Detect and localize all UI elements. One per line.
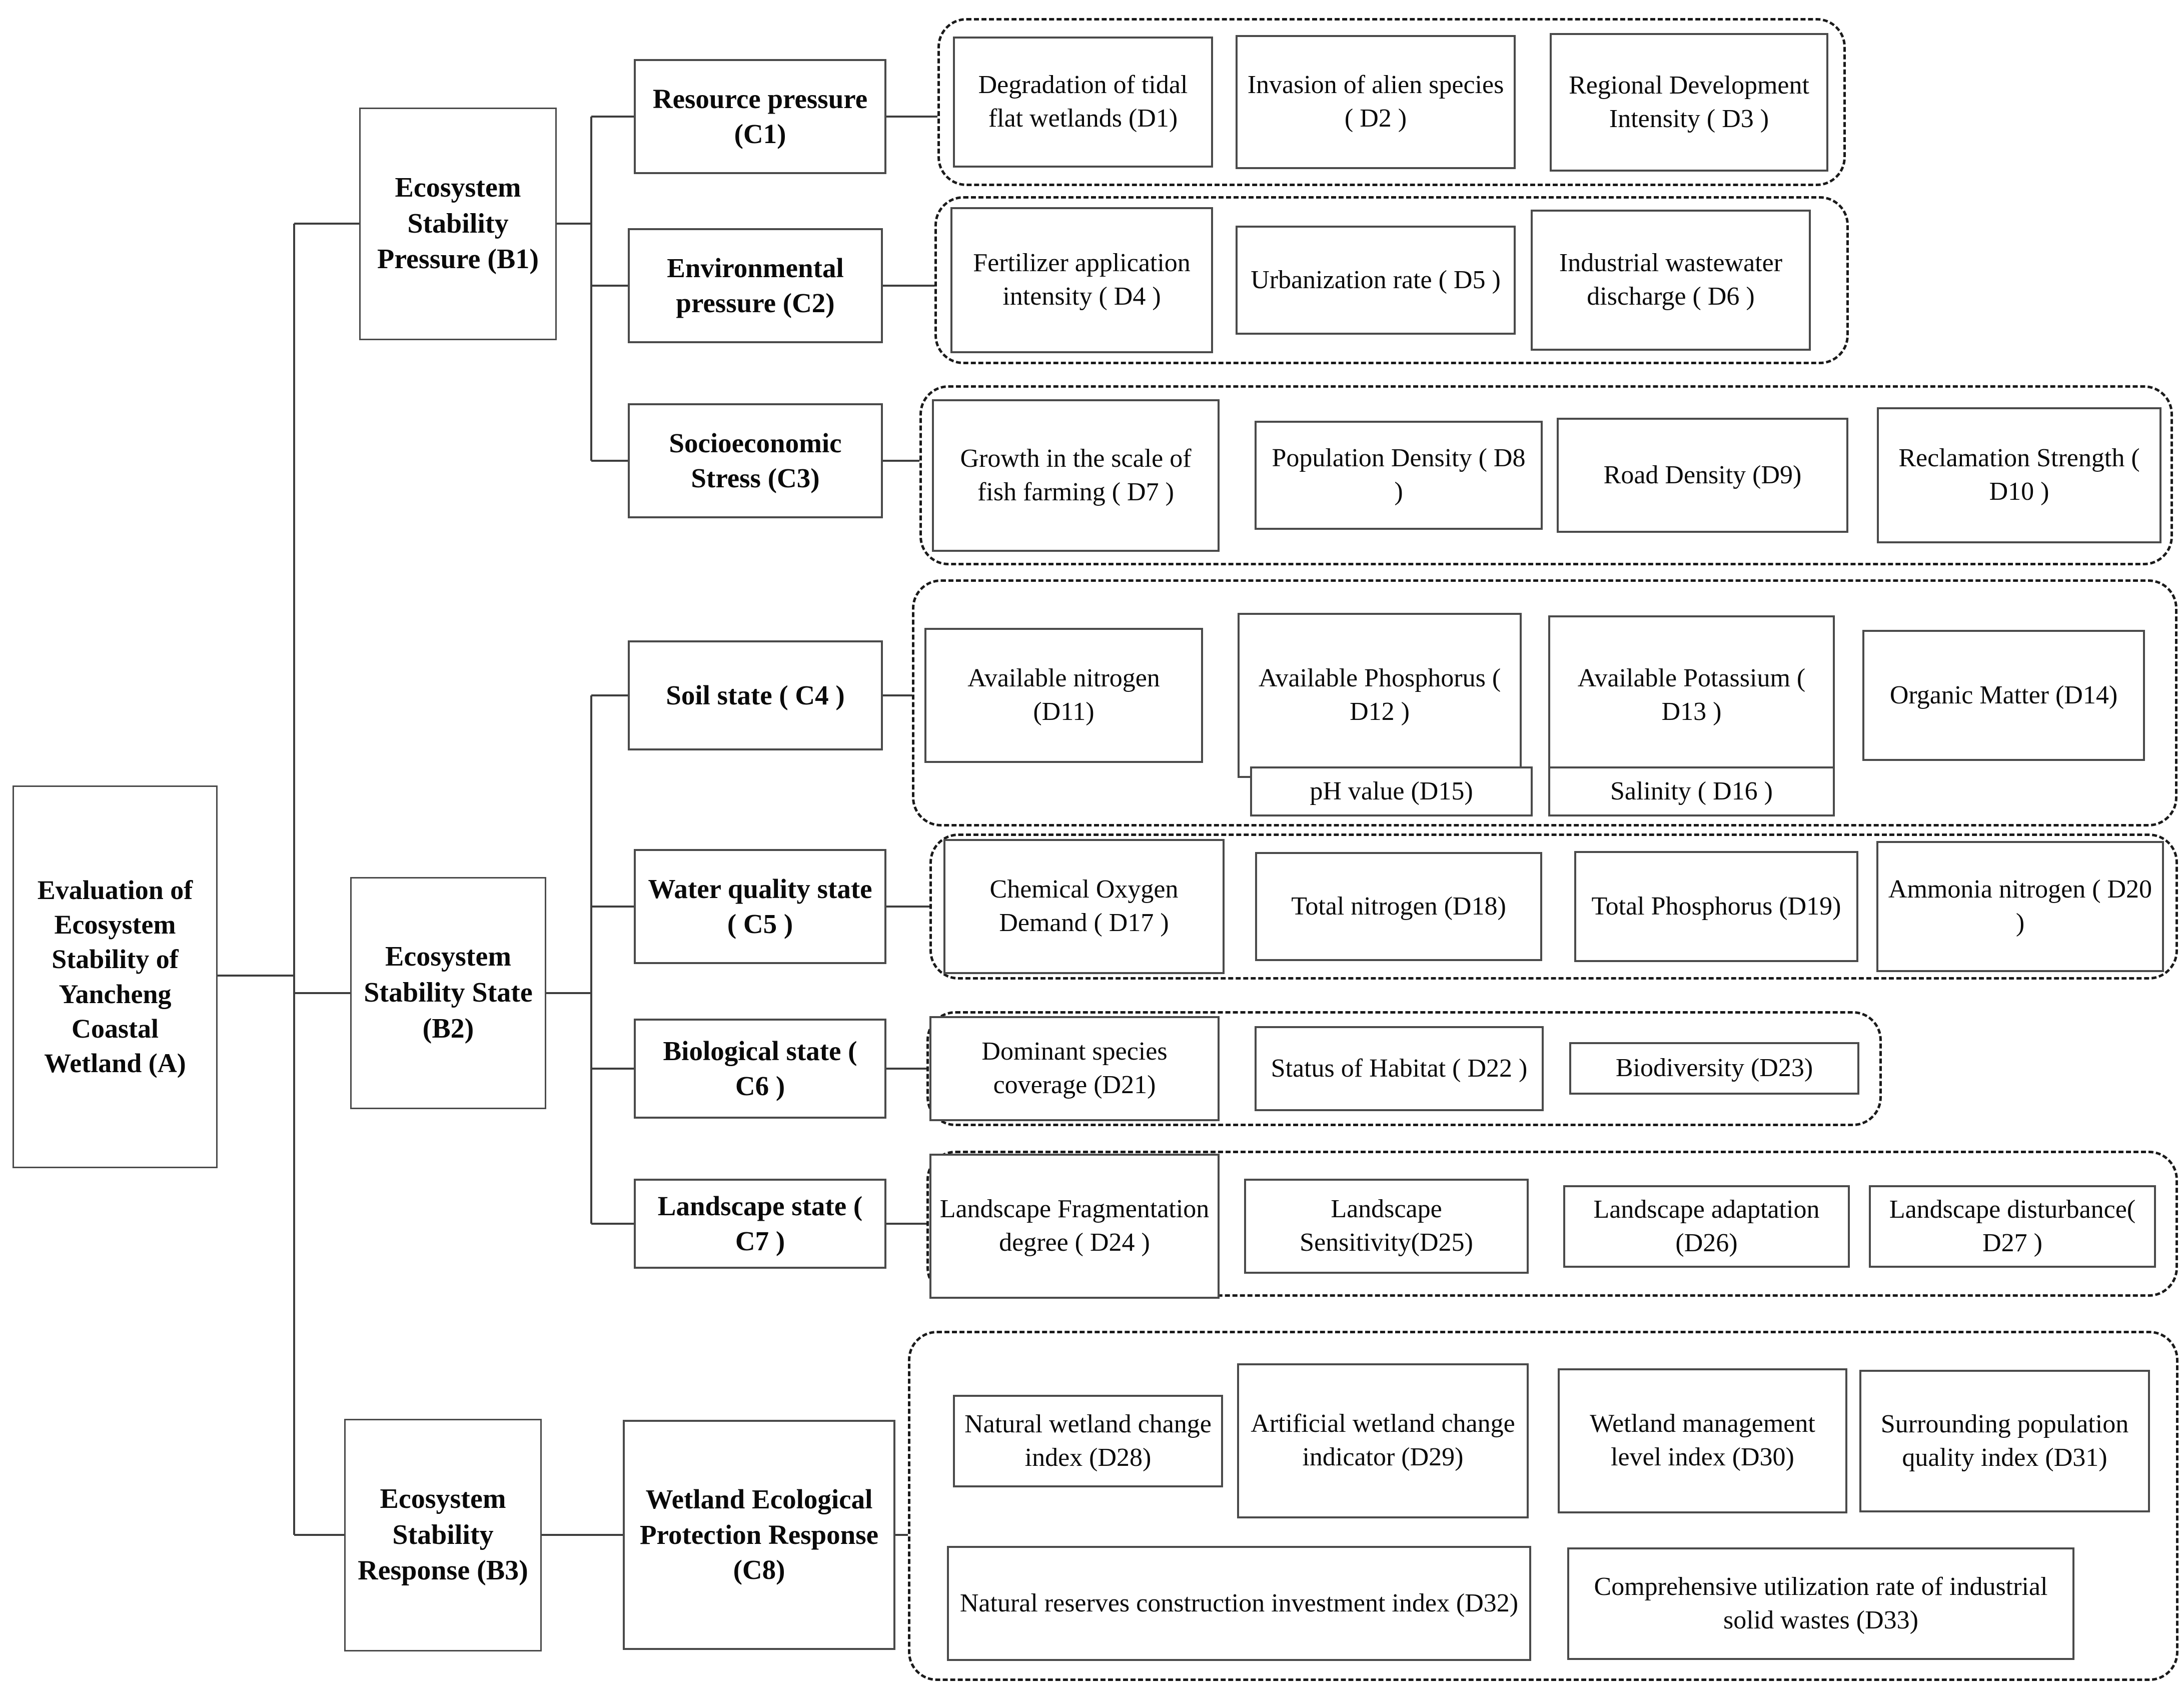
node-d10-label: Reclamation Strength ( D10 )	[1898, 444, 2140, 506]
node-c2: Environmental pressure (C2)	[628, 228, 883, 343]
node-d27-label: Landscape disturbance( D27 )	[1889, 1195, 2136, 1257]
node-d17-label: Chemical Oxygen Demand ( D17 )	[989, 875, 1179, 937]
node-d13: Available Potassium ( D13 )	[1548, 615, 1835, 775]
node-d19-label: Total Phosphorus (D19)	[1591, 892, 1841, 921]
node-c5: Water quality state ( C5 )	[634, 849, 886, 964]
node-d11: Available nitrogen (D11)	[924, 628, 1203, 763]
node-d1-label: Degradation of tidal flat wetlands (D1)	[978, 71, 1188, 133]
node-d7-label: Growth in the scale of fish farming ( D7…	[960, 444, 1192, 506]
node-d31-label: Surrounding population quality index (D3…	[1880, 1409, 2129, 1472]
node-d28-label: Natural wetland change index (D28)	[964, 1409, 1212, 1472]
node-d7: Growth in the scale of fish farming ( D7…	[932, 399, 1220, 552]
node-c6: Biological state ( C6 )	[634, 1019, 886, 1119]
node-d16: Salinity ( D16 )	[1548, 766, 1835, 816]
node-d17: Chemical Oxygen Demand ( D17 )	[943, 839, 1225, 974]
node-d18-label: Total nitrogen (D18)	[1291, 892, 1506, 921]
node-d20: Ammonia nitrogen ( D20 )	[1876, 841, 2164, 972]
node-d5-label: Urbanization rate ( D5 )	[1251, 265, 1501, 294]
node-d19: Total Phosphorus (D19)	[1574, 851, 1858, 962]
group-c4-indicators	[912, 579, 2177, 826]
node-d14-label: Organic Matter (D14)	[1889, 680, 2118, 709]
node-a-label: Evaluation of Ecosystem Stability of Yan…	[37, 875, 193, 1078]
group-c8-indicators	[908, 1331, 2178, 1681]
node-c3-label: Socioeconomic Stress (C3)	[669, 427, 842, 493]
node-d4-label: Fertilizer application intensity ( D4 )	[973, 249, 1191, 311]
group-c6-indicators	[926, 1011, 1882, 1126]
node-d30-label: Wetland management level index (D30)	[1590, 1409, 1815, 1471]
group-c7-indicators	[926, 1151, 2178, 1297]
node-d3-label: Regional Development Intensity ( D3 )	[1569, 71, 1809, 133]
node-c6-label: Biological state ( C6 )	[663, 1035, 857, 1101]
node-c4: Soil state ( C4 )	[628, 640, 883, 750]
node-d31: Surrounding population quality index (D3…	[1859, 1370, 2150, 1512]
node-c8: Wetland Ecological Protection Response (…	[623, 1420, 895, 1650]
node-d18: Total nitrogen (D18)	[1255, 852, 1542, 961]
node-d6-label: Industrial wastewater discharge ( D6 )	[1559, 249, 1783, 311]
node-c7-label: Landscape state ( C7 )	[657, 1190, 863, 1256]
node-d25: Landscape Sensitivity(D25)	[1244, 1179, 1529, 1274]
node-d32: Natural reserves construction investment…	[947, 1546, 1531, 1661]
node-d23-label: Biodiversity (D23)	[1615, 1054, 1813, 1083]
node-d8-label: Population Density ( D8 )	[1272, 444, 1526, 506]
node-c3: Socioeconomic Stress (C3)	[628, 403, 883, 518]
node-d33-label: Comprehensive utilization rate of indust…	[1594, 1572, 2048, 1634]
node-b1-label: Ecosystem Stability Pressure (B1)	[377, 172, 539, 275]
node-d8: Population Density ( D8 )	[1255, 421, 1543, 530]
node-d23: Biodiversity (D23)	[1569, 1042, 1859, 1095]
node-d10: Reclamation Strength ( D10 )	[1877, 407, 2161, 543]
group-c3-indicators	[919, 385, 2173, 565]
node-d1: Degradation of tidal flat wetlands (D1)	[953, 37, 1213, 168]
node-d21: Dominant species coverage (D21)	[929, 1016, 1220, 1121]
node-c1-label: Resource pressure (C1)	[652, 83, 868, 149]
node-d33: Comprehensive utilization rate of indust…	[1567, 1547, 2074, 1660]
node-d24-label: Landscape Fragmentation degree ( D24 )	[939, 1195, 1210, 1257]
node-d4: Fertilizer application intensity ( D4 )	[950, 207, 1213, 353]
node-d15-label: pH value (D15)	[1310, 776, 1473, 805]
node-d14: Organic Matter (D14)	[1862, 630, 2145, 761]
group-c2-indicators	[934, 196, 1849, 364]
node-d25-label: Landscape Sensitivity(D25)	[1300, 1195, 1473, 1257]
node-d30: Wetland management level index (D30)	[1558, 1368, 1847, 1513]
node-b1: Ecosystem Stability Pressure (B1)	[359, 108, 557, 340]
node-d11-label: Available nitrogen (D11)	[967, 664, 1160, 726]
node-d12: Available Phosphorus ( D12 )	[1238, 613, 1522, 778]
node-d26-label: Landscape adaptation (D26)	[1593, 1195, 1820, 1257]
node-c5-label: Water quality state ( C5 )	[648, 873, 872, 939]
node-d21-label: Dominant species coverage (D21)	[981, 1037, 1168, 1099]
node-d20-label: Ammonia nitrogen ( D20 )	[1888, 875, 2152, 937]
node-d9-label: Road Density (D9)	[1603, 460, 1802, 489]
node-d26: Landscape adaptation (D26)	[1563, 1185, 1850, 1268]
node-d6: Industrial wastewater discharge ( D6 )	[1531, 210, 1811, 351]
node-b3-label: Ecosystem Stability Response (B3)	[358, 1483, 528, 1586]
group-c5-indicators	[929, 833, 2178, 980]
node-d22: Status of Habitat ( D22 )	[1255, 1026, 1544, 1111]
node-d16-label: Salinity ( D16 )	[1610, 776, 1773, 805]
node-d28: Natural wetland change index (D28)	[953, 1395, 1223, 1487]
node-b3: Ecosystem Stability Response (B3)	[344, 1419, 542, 1651]
node-b2: Ecosystem Stability State (B2)	[350, 877, 546, 1109]
node-d27: Landscape disturbance( D27 )	[1869, 1185, 2156, 1268]
node-d24: Landscape Fragmentation degree ( D24 )	[929, 1154, 1220, 1299]
node-c7: Landscape state ( C7 )	[634, 1179, 886, 1269]
node-c1: Resource pressure (C1)	[634, 59, 886, 174]
group-c1-indicators	[937, 18, 1846, 186]
node-d3: Regional Development Intensity ( D3 )	[1550, 33, 1828, 172]
node-c8-label: Wetland Ecological Protection Response (…	[639, 1484, 879, 1585]
node-d9: Road Density (D9)	[1557, 418, 1848, 533]
node-d15: pH value (D15)	[1250, 766, 1533, 816]
node-b2-label: Ecosystem Stability State (B2)	[364, 941, 533, 1044]
node-d2-label: Invasion of alien species ( D2 )	[1247, 71, 1504, 133]
node-d29: Artificial wetland change indicator (D29…	[1237, 1363, 1529, 1518]
node-d5: Urbanization rate ( D5 )	[1236, 226, 1516, 335]
node-d29-label: Artificial wetland change indicator (D29…	[1251, 1409, 1515, 1471]
node-d12-label: Available Phosphorus ( D12 )	[1258, 664, 1501, 726]
node-d13-label: Available Potassium ( D13 )	[1577, 664, 1806, 726]
node-c4-label: Soil state ( C4 )	[666, 679, 845, 710]
node-a: Evaluation of Ecosystem Stability of Yan…	[13, 785, 218, 1168]
node-c2-label: Environmental pressure (C2)	[667, 252, 844, 318]
node-d22-label: Status of Habitat ( D22 )	[1271, 1054, 1528, 1083]
node-d2: Invasion of alien species ( D2 )	[1236, 35, 1516, 169]
node-d32-label: Natural reserves construction investment…	[959, 1588, 1519, 1617]
